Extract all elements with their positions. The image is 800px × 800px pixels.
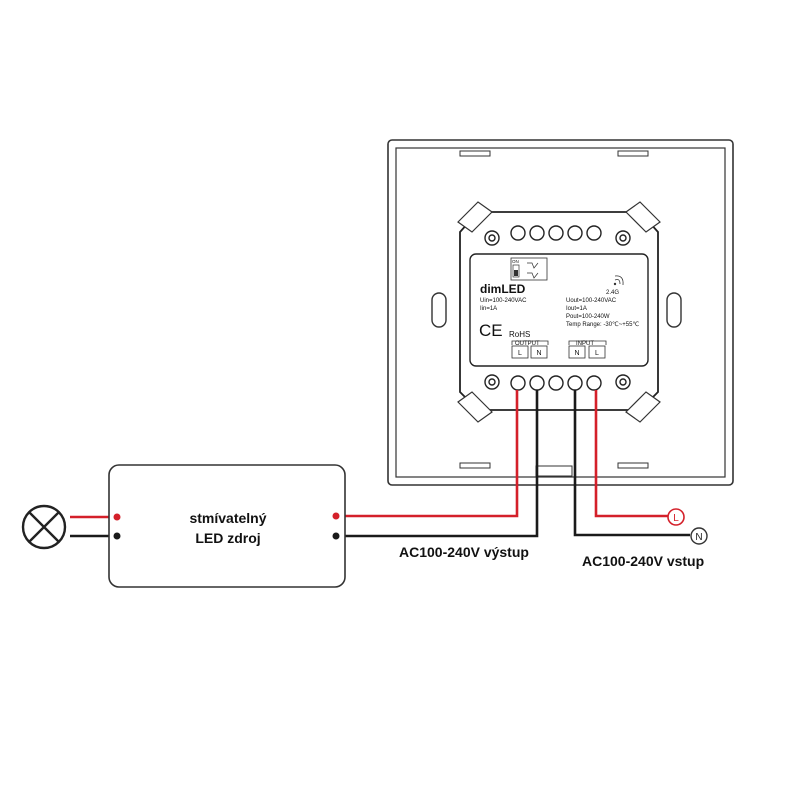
- iout-label: Iout=1A: [566, 306, 587, 312]
- ce-mark: CE: [479, 321, 503, 340]
- uout-label: Uout=100-240VAC: [566, 298, 617, 304]
- input-label: INPUT: [576, 341, 594, 347]
- input-neutral-wire: [573, 390, 690, 537]
- dip-switch: ON: [510, 257, 548, 281]
- input-voltage-label: AC100-240V vstup: [582, 553, 704, 569]
- output-neutral-wire: [336, 390, 539, 538]
- dip-on-label: ON: [512, 259, 519, 264]
- input-live-wire: [594, 390, 668, 518]
- led-driver-box: stmívatelný LED zdroj: [108, 464, 346, 588]
- output-live-wire: [336, 390, 519, 518]
- lamp-icon: [21, 504, 67, 550]
- input-terminal-block: INPUT N L: [568, 340, 607, 359]
- output-terminal-l: L: [518, 350, 522, 357]
- output-terminal-n: N: [536, 350, 541, 357]
- output-voltage-label: AC100-240V výstup: [399, 544, 529, 560]
- live-marker-label: L: [673, 513, 679, 524]
- rf-label: 2.4G: [606, 290, 619, 296]
- input-terminal-n: N: [574, 350, 579, 357]
- live-marker: L: [667, 508, 685, 526]
- iin-label: Iin=1A: [480, 306, 497, 312]
- label-panel: [469, 253, 649, 367]
- temp-range-label: Temp Range: -30℃~+55℃: [566, 321, 639, 328]
- output-terminal-block: OUTPUT L N: [511, 340, 549, 359]
- input-terminal-l: L: [595, 350, 599, 357]
- neutral-marker: N: [690, 527, 708, 545]
- driver-label-line2: LED zdroj: [195, 530, 260, 546]
- rohs-label: RoHS: [509, 330, 530, 339]
- top-terminals: [510, 225, 602, 241]
- wireless-signal-icon: [613, 275, 624, 286]
- dimmer-module: ON 2.4G dimLED Uin=100-240VAC Iin=1A Uou…: [457, 201, 661, 423]
- output-label: OUTPUT: [515, 341, 540, 347]
- neutral-marker-label: N: [695, 532, 702, 543]
- bottom-terminals: [510, 375, 602, 391]
- uin-label: Uin=100-240VAC: [480, 298, 527, 304]
- brand-label: dimLED: [480, 282, 526, 296]
- driver-label-line1: stmívatelný: [189, 510, 266, 526]
- pout-label: Pout=100-240W: [566, 314, 610, 320]
